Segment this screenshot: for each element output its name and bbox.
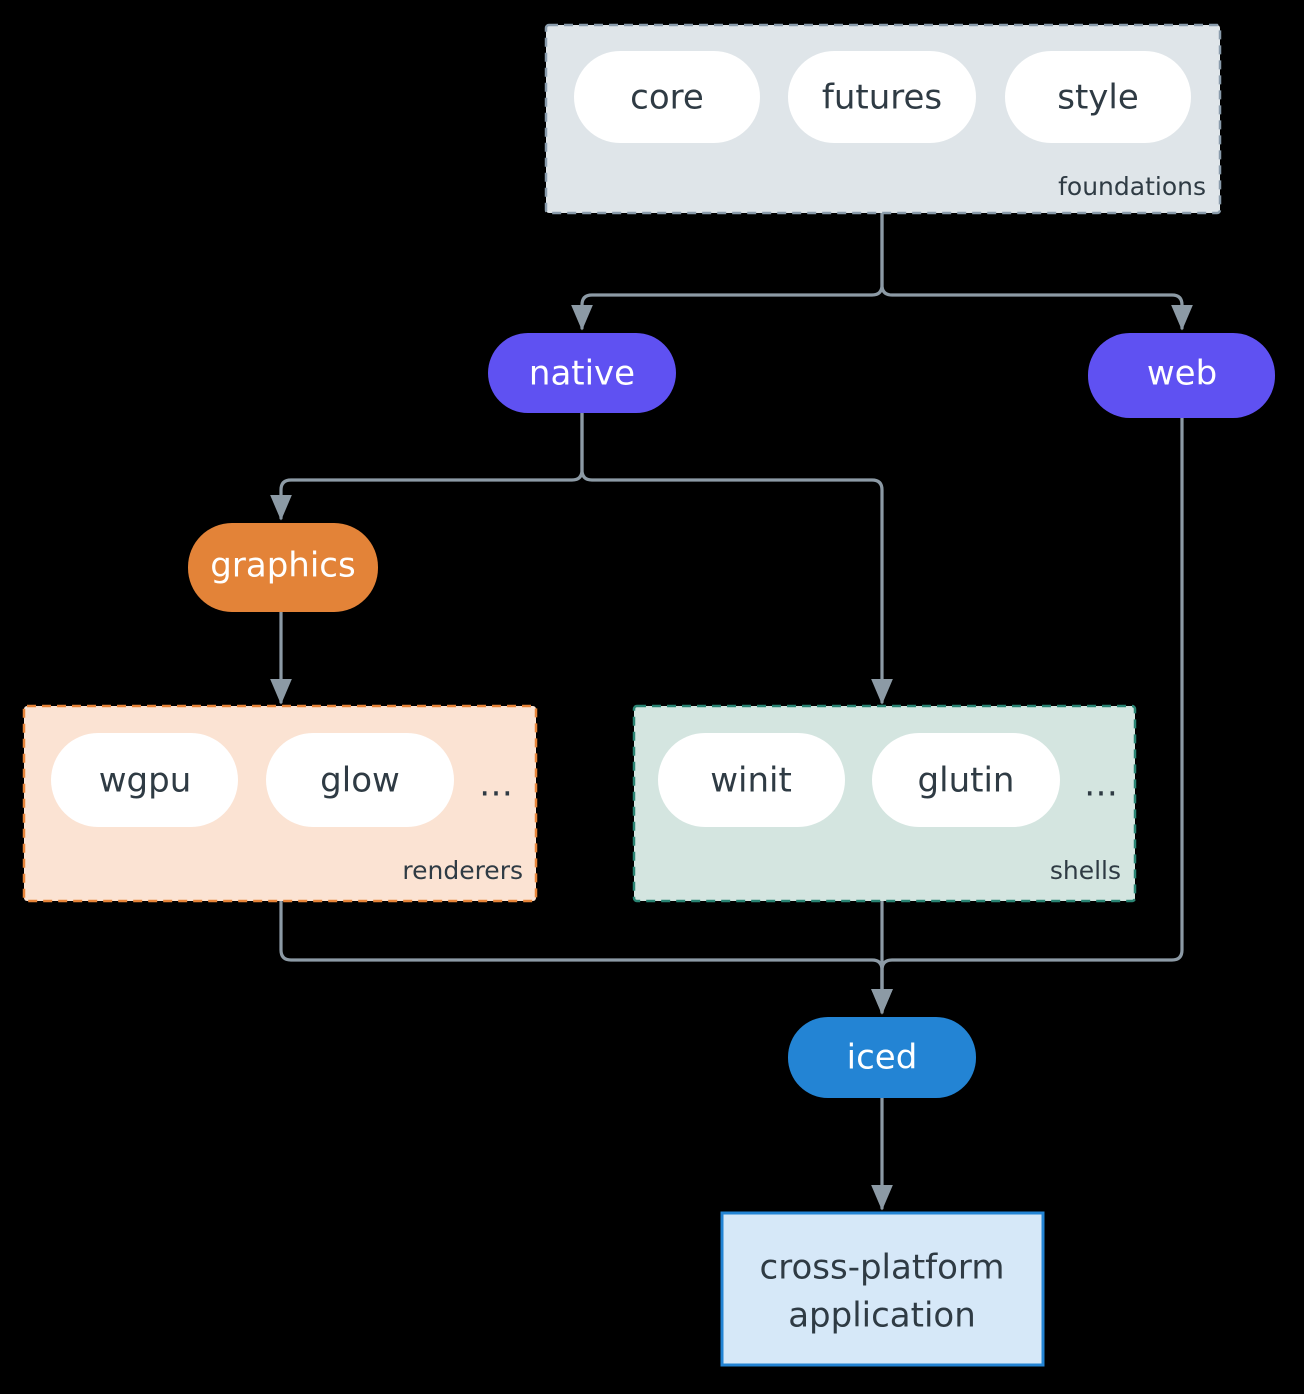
shells-overflow-ellipsis: … (1084, 765, 1118, 805)
edge-native-to-shells (580, 411, 893, 705)
node-iced-label: iced (847, 1038, 918, 1078)
node-iced-shape[interactable] (788, 1017, 976, 1098)
cluster-foundations-caption: foundations (1058, 172, 1206, 201)
cluster-foundations: core futures style foundations (544, 23, 1222, 215)
edge-renderers-to-iced (279, 899, 893, 1015)
node-native[interactable]: native (488, 333, 676, 413)
node-graphics[interactable]: graphics (188, 523, 378, 612)
node-native-shape[interactable] (488, 333, 676, 413)
pill-glutin-shape[interactable] (872, 733, 1060, 827)
edge-foundations-to-web (880, 211, 1193, 331)
node-web[interactable]: web (1088, 333, 1275, 418)
pill-glow-label: glow (320, 761, 400, 801)
cluster-shells-caption: shells (1050, 856, 1121, 885)
pill-futures-label: futures (822, 78, 942, 118)
node-application[interactable]: cross-platform application (720, 1211, 1045, 1367)
node-application-shape[interactable] (720, 1211, 1045, 1367)
node-application-label-line1: cross-platform (760, 1248, 1005, 1288)
edge-layer (270, 211, 1193, 1211)
pill-style-label: style (1057, 78, 1139, 118)
node-native-label: native (529, 354, 635, 394)
node-graphics-shape[interactable] (188, 523, 378, 612)
node-iced[interactable]: iced (788, 1017, 976, 1098)
renderers-overflow-ellipsis: … (479, 765, 513, 805)
pill-style-shape[interactable] (1005, 51, 1191, 143)
edge-foundations-to-native (571, 211, 884, 331)
pill-wgpu-label: wgpu (99, 761, 192, 801)
node-web-label: web (1147, 354, 1217, 394)
node-graphics-label: graphics (210, 546, 355, 586)
cluster-renderers: wgpu glow … renderers (22, 704, 538, 903)
pill-futures-shape[interactable] (788, 51, 976, 143)
pill-core-label: core (630, 78, 704, 118)
pill-winit-shape[interactable] (658, 733, 845, 827)
edge-web-to-iced (871, 416, 1184, 1015)
node-application-label-line2: application (788, 1296, 976, 1336)
cluster-renderers-caption: renderers (402, 856, 523, 885)
node-web-shape[interactable] (1088, 333, 1275, 418)
cluster-shells: winit glutin … shells (632, 704, 1137, 903)
edge-native-to-graphics (270, 411, 584, 521)
pill-winit-label: winit (710, 761, 792, 801)
pill-wgpu-shape[interactable] (51, 733, 238, 827)
pill-glow-shape[interactable] (266, 733, 454, 827)
pill-glutin-label: glutin (918, 761, 1015, 801)
pill-core-shape[interactable] (574, 51, 760, 143)
